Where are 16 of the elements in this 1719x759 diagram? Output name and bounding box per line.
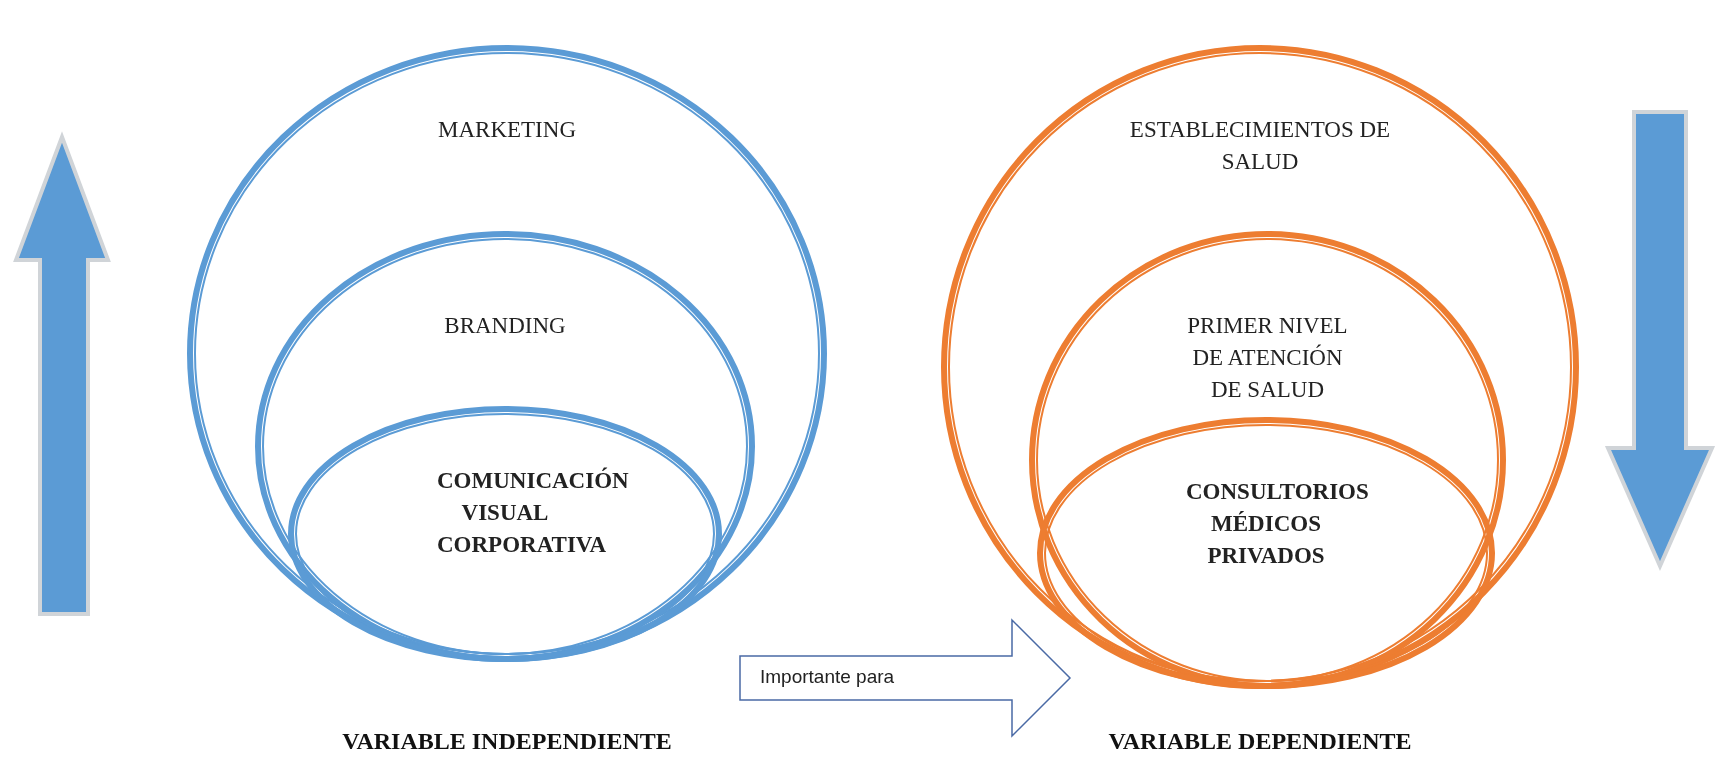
circle-label: ESTABLECIMIENTOS DE SALUD bbox=[1128, 116, 1392, 176]
circle-label: MARKETING bbox=[437, 116, 577, 144]
nested-circle bbox=[940, 44, 1580, 690]
variable-caption: VARIABLE INDEPENDIENTE bbox=[341, 728, 673, 755]
nested-circle bbox=[254, 230, 756, 663]
nested-circle bbox=[1028, 230, 1507, 690]
block-arrow bbox=[739, 618, 1072, 738]
circle-label: BRANDING bbox=[443, 312, 567, 340]
variable-caption: VARIABLE DEPENDIENTE bbox=[1107, 728, 1413, 755]
nested-circle bbox=[1036, 416, 1496, 690]
circle-label: COMUNICACIÓN VISUAL CORPORATIVA bbox=[436, 466, 630, 559]
circle-label: PRIMER NIVEL DE ATENCIÓN DE SALUD bbox=[1186, 312, 1349, 404]
nested-circle bbox=[287, 405, 723, 663]
edge-label: Importante para bbox=[760, 666, 895, 688]
nested-circle bbox=[186, 44, 828, 663]
circle-label: CONSULTORIOS MÉDICOS PRIVADOS bbox=[1185, 478, 1370, 570]
